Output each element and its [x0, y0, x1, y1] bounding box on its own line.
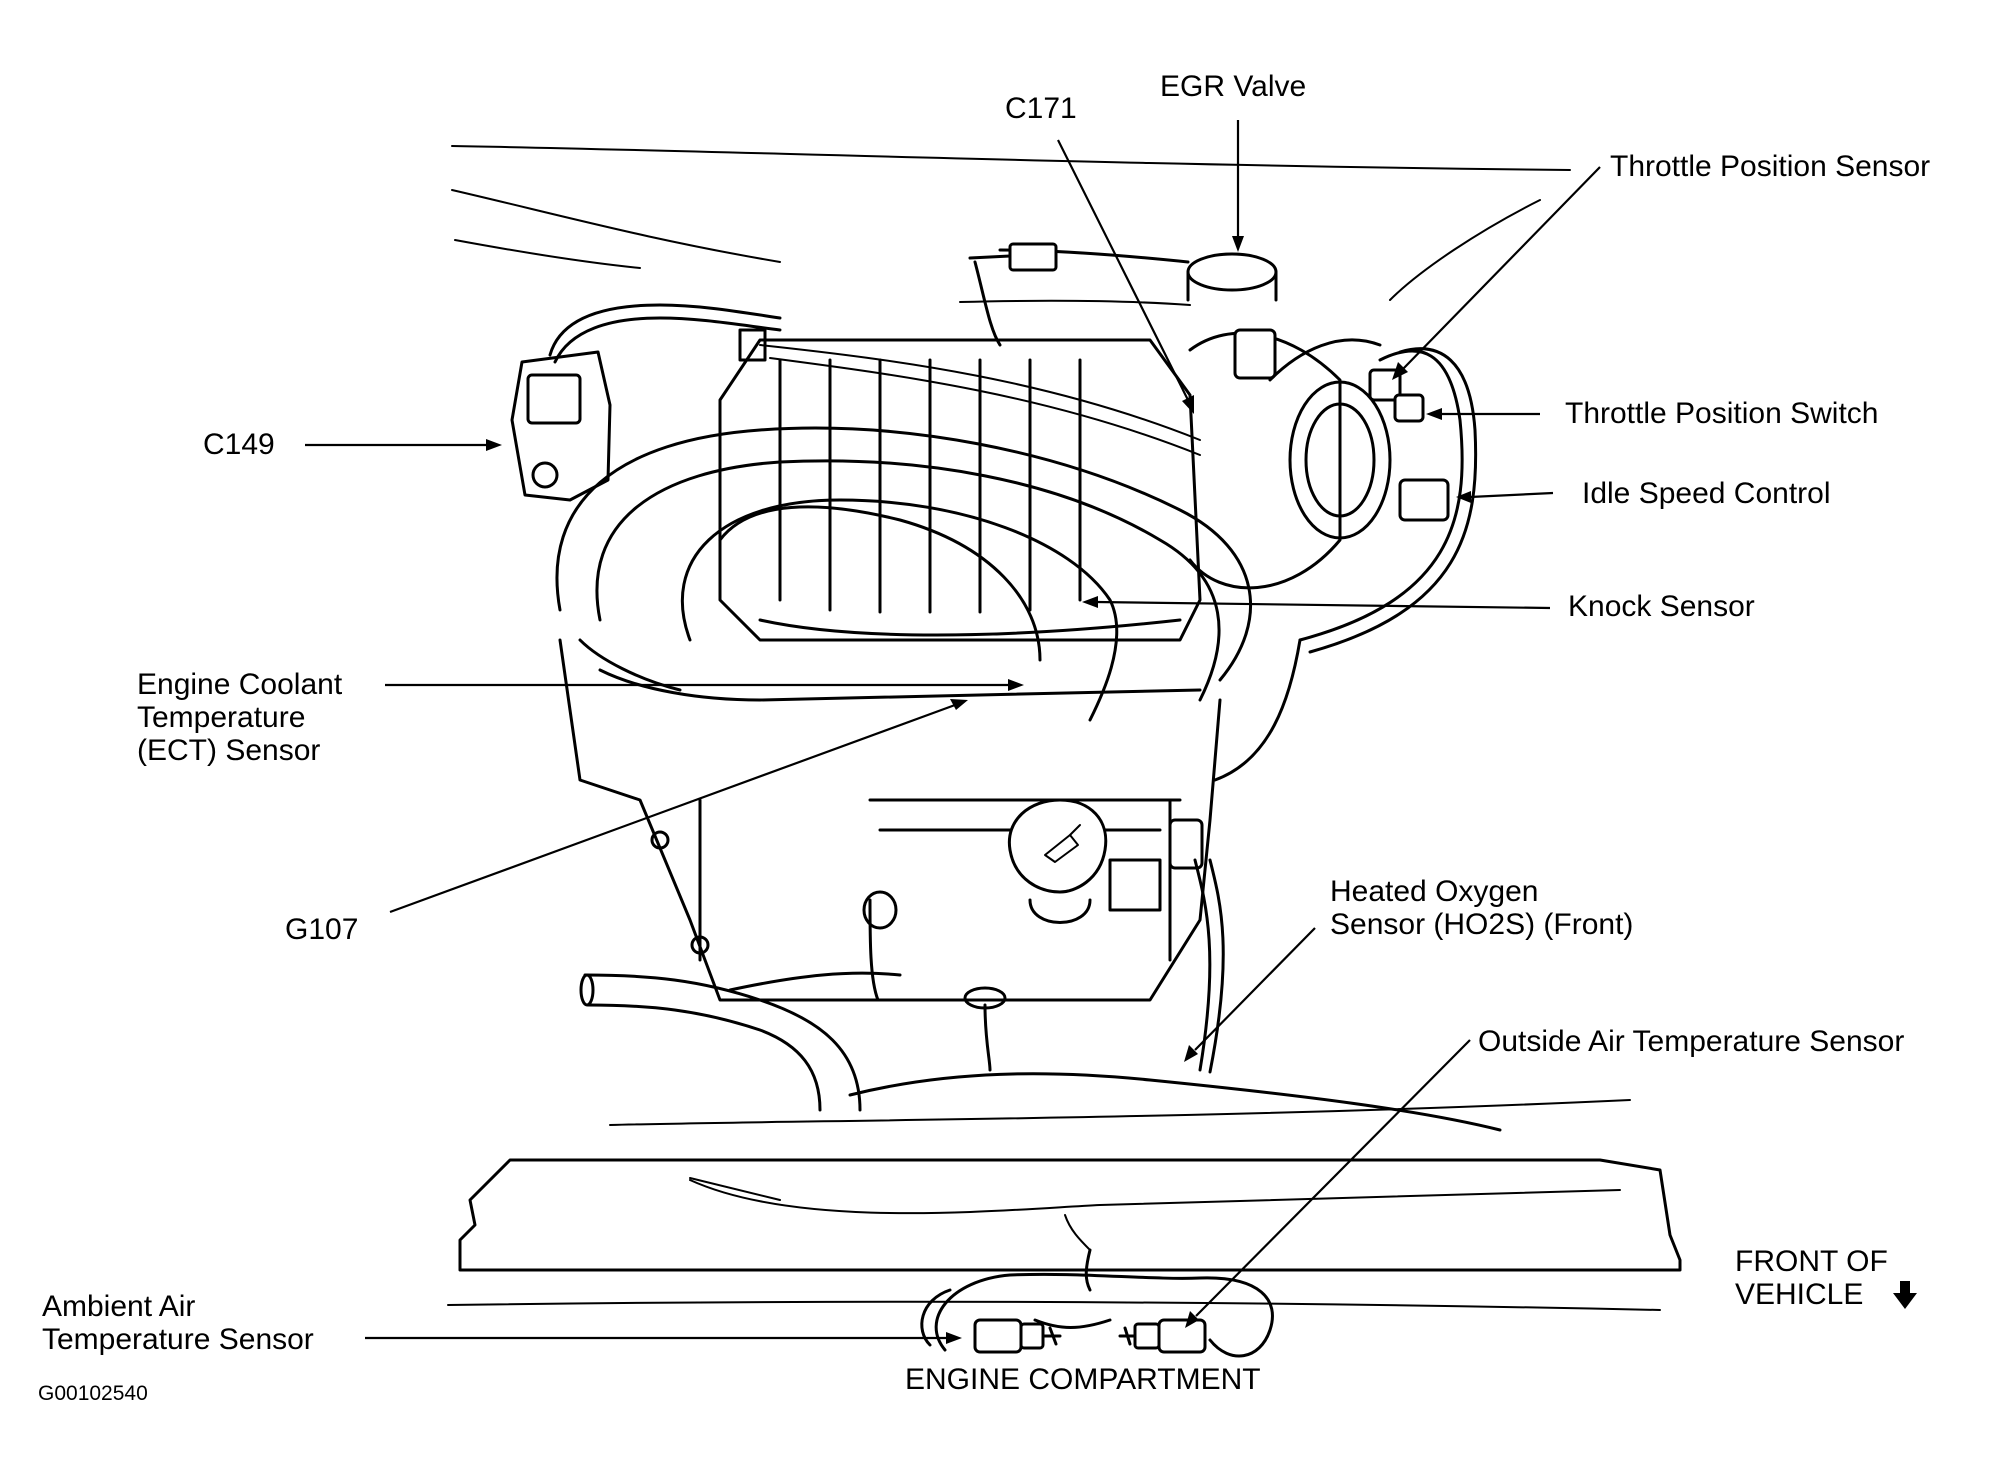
label-knock-sensor: Knock Sensor: [1568, 590, 1755, 623]
spark-plug-wires: [555, 426, 1252, 722]
intake-manifold: [718, 328, 1202, 642]
label-ambient-air-temp-sensor: Ambient Air Temperature Sensor: [42, 1290, 314, 1356]
engine-block: [558, 638, 1222, 1002]
label-ect-line-1: Engine Coolant: [137, 668, 343, 701]
label-idle-speed-control: Idle Speed Control: [1582, 477, 1831, 510]
outside-air-temp-sensor: [1118, 1318, 1207, 1354]
temp-sensor-harness: [920, 1248, 1274, 1358]
egr-valve: [968, 242, 1278, 347]
oil-fill-cap: [1007, 798, 1108, 924]
ho2s-harness: [1168, 638, 1302, 1074]
label-ect-sensor: Engine Coolant Temperature (ECT) Sensor: [137, 668, 342, 767]
front-of-vehicle-indicator: FRONT OF VEHICLE: [1735, 1245, 1888, 1311]
label-egr-valve: EGR Valve: [1160, 70, 1307, 103]
label-c149: C149: [203, 428, 275, 461]
label-ect-line-3: (ECT) Sensor: [137, 734, 321, 767]
ambient-air-temp-sensor: [973, 1318, 1062, 1354]
label-ect-line-2: Temperature: [137, 701, 306, 734]
oil-can-icon: [1044, 824, 1081, 863]
label-throttle-position-switch: Throttle Position Switch: [1565, 397, 1879, 430]
label-ambient-line-2: Temperature Sensor: [42, 1323, 314, 1356]
dipstick: [862, 890, 1007, 1072]
front-of-vehicle-line-2: VEHICLE: [1735, 1278, 1864, 1311]
arrow-down-icon: [1893, 1281, 1917, 1309]
label-c171: C171: [1005, 92, 1077, 125]
figure-code: G00102540: [38, 1382, 148, 1405]
c149-connector: [510, 303, 782, 502]
label-ambient-line-1: Ambient Air: [42, 1290, 196, 1323]
leader-lines: [305, 120, 1601, 1344]
radiator-hose: [579, 973, 862, 1112]
label-ho2s-front: Heated Oxygen Sensor (HO2S) (Front): [1330, 875, 1633, 941]
radiator-support: [447, 1072, 1682, 1311]
label-outside-air-temp-sensor: Outside Air Temperature Sensor: [1478, 1025, 1905, 1058]
front-of-vehicle-line-1: FRONT OF: [1735, 1245, 1888, 1278]
label-throttle-position-sensor: Throttle Position Sensor: [1610, 150, 1931, 183]
diagram-caption: ENGINE COMPARTMENT: [905, 1363, 1261, 1396]
label-ho2s-line-2: Sensor (HO2S) (Front): [1330, 908, 1634, 941]
label-ho2s-line-1: Heated Oxygen: [1330, 875, 1539, 908]
throttle-body: [1188, 328, 1392, 590]
label-g107: G107: [285, 913, 359, 946]
hood-contours: [451, 145, 1571, 306]
